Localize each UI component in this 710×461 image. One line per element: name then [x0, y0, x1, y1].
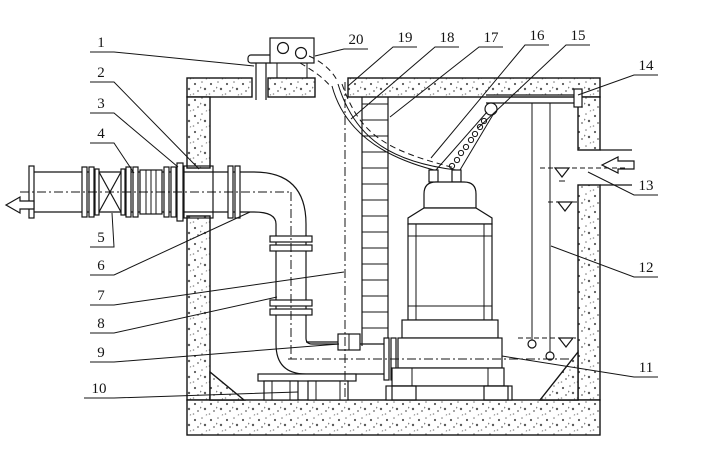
right-wall-upper [577, 96, 601, 151]
callout-19-label: 19 [398, 30, 413, 46]
callout-18: 18 [350, 30, 459, 120]
base-foot [483, 385, 509, 401]
floor-slab [186, 399, 601, 436]
callout-11: 11 [501, 355, 658, 378]
callout-16: 16 [430, 28, 549, 159]
callout-13: 13 [587, 171, 658, 196]
floor-fillet-left [209, 370, 246, 401]
riser-inner [253, 211, 277, 344]
submersible-pump [385, 169, 513, 401]
guide-bracket [306, 333, 361, 351]
callout-3: 3 [90, 96, 179, 168]
lifting-rope [435, 111, 488, 171]
callout-1: 1 [90, 35, 255, 67]
float-ball-icon [545, 351, 555, 361]
lifting-chain [448, 117, 488, 170]
cable-gland-icon [276, 41, 290, 55]
water-level-icon [557, 337, 575, 348]
callout-8-label: 8 [97, 316, 105, 332]
callout-17-label: 17 [484, 30, 500, 46]
callout-7: 7 [90, 271, 345, 306]
callout-10-label: 10 [92, 381, 107, 397]
lifting-rope [459, 112, 495, 171]
pump-base [391, 367, 505, 387]
base-plate [385, 385, 513, 401]
callout-13-label: 13 [639, 178, 654, 194]
motor-shoulder [407, 207, 493, 225]
callout-11-label: 11 [639, 360, 653, 376]
float-switches [527, 103, 555, 361]
callout-7-label: 7 [97, 288, 105, 304]
riser-outer [253, 171, 307, 338]
callout-16-label: 16 [530, 28, 546, 44]
callout-12-label: 12 [639, 260, 654, 276]
callout-9: 9 [90, 343, 340, 363]
water-level-icon [556, 201, 574, 212]
callout-15-label: 15 [571, 28, 586, 44]
motor-body [407, 223, 493, 321]
cable-gland-icon [294, 46, 308, 60]
callouts: 1 2 3 4 5 6 7 8 [84, 28, 658, 399]
discharge-pipeline [28, 162, 397, 401]
callout-5-label: 5 [97, 230, 105, 246]
centerlines [20, 82, 572, 398]
callout-10: 10 [84, 381, 299, 399]
outflow-arrow-icon [4, 195, 35, 215]
callout-2-label: 2 [97, 65, 105, 81]
callout-5: 5 [90, 212, 115, 248]
cable-post [428, 169, 439, 183]
junction-box [269, 37, 315, 78]
right-wall-lower [577, 184, 601, 401]
callout-14: 14 [577, 58, 658, 96]
water-level-icon [553, 167, 571, 178]
callout-3-label: 3 [97, 96, 105, 112]
seal-chamber [401, 319, 499, 339]
top-slab-right [347, 77, 601, 98]
pipe-supports [257, 373, 357, 401]
inlet-channel [600, 149, 635, 186]
power-cables [299, 55, 457, 171]
hoist-assembly [435, 88, 583, 171]
callout-20: 20 [314, 32, 368, 57]
left-wall-lower [186, 215, 211, 401]
inflow-arrow-icon [600, 156, 635, 174]
callout-12: 12 [550, 245, 658, 278]
callout-20-label: 20 [349, 32, 364, 48]
pulley-icon [484, 102, 498, 116]
callout-14-label: 14 [639, 58, 655, 74]
left-wall-upper [186, 96, 211, 169]
top-slab-mid [267, 77, 316, 98]
callout-1-label: 1 [97, 35, 105, 51]
access-ladder [361, 97, 389, 346]
floor-fillet-right [538, 349, 579, 401]
float-ball-icon [527, 339, 537, 349]
callout-4: 4 [90, 126, 135, 174]
callout-19: 19 [347, 30, 417, 87]
callout-8: 8 [90, 296, 278, 334]
callout-18-label: 18 [440, 30, 455, 46]
callout-15: 15 [477, 28, 590, 129]
callout-6-label: 6 [97, 258, 105, 274]
top-slab-left [186, 77, 253, 98]
water-level-marks [518, 167, 628, 348]
callout-9-label: 9 [97, 345, 105, 361]
pump-volute [397, 337, 503, 369]
callout-6: 6 [90, 211, 251, 276]
cable-post [451, 169, 462, 183]
base-foot [391, 385, 417, 401]
callout-17: 17 [389, 30, 503, 118]
callout-2: 2 [90, 65, 200, 170]
beam-anchor [573, 88, 583, 108]
callout-4-label: 4 [97, 126, 105, 142]
motor-cap [423, 181, 477, 209]
junction-box-body [269, 37, 315, 64]
sump-structure [186, 77, 601, 436]
